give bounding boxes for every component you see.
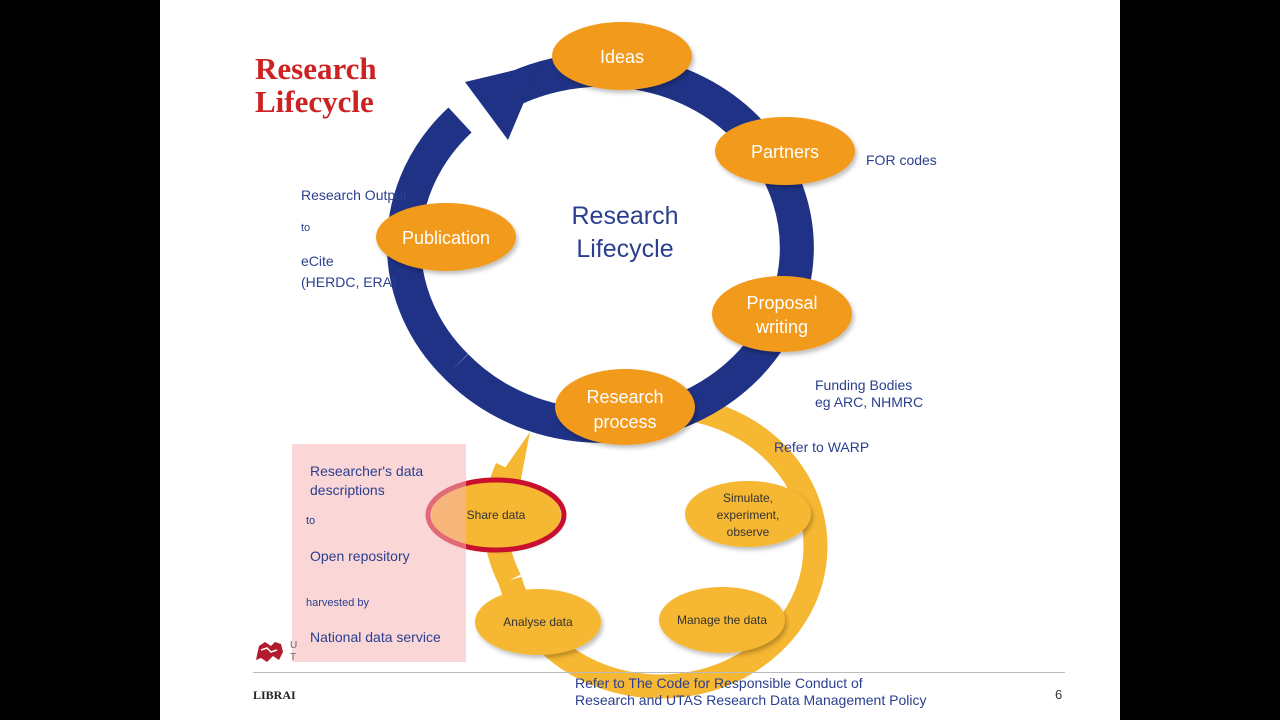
manage-data-bubble[interactable]: [659, 587, 785, 653]
share-data-label: Share data: [467, 508, 526, 522]
to-note-2: to: [306, 515, 316, 527]
harvested-by-note: harvested by: [306, 597, 369, 609]
to-note-1: to: [301, 222, 311, 234]
simulate-label-line2: experiment,: [717, 508, 780, 522]
ideas-label: Ideas: [600, 47, 644, 67]
national-data-service-note: National data service: [310, 629, 441, 645]
utas-lion-logo: [256, 642, 283, 662]
slide-title-line1: Research: [255, 51, 377, 86]
descriptions-note-line1: Researcher's data: [310, 463, 424, 479]
open-repository-note: Open repository: [310, 548, 410, 564]
library-footer-text: LIBRAI: [253, 688, 296, 702]
lifecycle-diagram: Research Lifecycle Ideas Partners Propos…: [376, 22, 855, 699]
research-process-bubble[interactable]: [555, 369, 695, 445]
publication-label: Publication: [402, 228, 490, 248]
center-label-line2: Lifecycle: [576, 235, 673, 263]
page-number: 6: [1055, 687, 1063, 702]
code-note-line1: Refer to The Code for Responsible Conduc…: [575, 675, 863, 691]
share-data-note-box: [292, 444, 466, 662]
footer-divider: [253, 672, 1065, 673]
proposal-label-line1: Proposal: [746, 293, 817, 313]
warp-note: Refer to WARP: [774, 439, 870, 455]
funding-bodies-note: Funding Bodies: [815, 377, 913, 393]
inner-cycle-arrowhead: [498, 432, 530, 484]
ideas-bubble[interactable]: [552, 22, 692, 90]
partners-bubble[interactable]: [715, 117, 855, 185]
ecite-note: eCite: [301, 253, 334, 269]
for-codes-note: FOR codes: [866, 152, 937, 168]
code-note-line2: Research and UTAS Research Data Manageme…: [575, 692, 927, 708]
manage-data-label: Manage the data: [677, 613, 767, 627]
simulate-label-line1: Simulate,: [723, 491, 773, 505]
simulate-label-line3: observe: [727, 525, 770, 539]
research-output-note: Research Output: [301, 187, 407, 203]
funding-examples-note: eg ARC, NHMRC: [815, 394, 924, 410]
center-label-line1: Research: [572, 202, 679, 230]
research-process-label-line1: Research: [586, 387, 663, 407]
proposal-writing-bubble[interactable]: [712, 276, 852, 352]
publication-bubble[interactable]: [376, 203, 516, 271]
slide-title: Research Lifecycle: [255, 52, 377, 118]
analyse-data-bubble[interactable]: [475, 589, 601, 655]
simulate-bubble[interactable]: [685, 481, 811, 547]
slide: Research Lifecycle Ideas Partners Propos…: [160, 0, 1120, 720]
herdc-note: (HERDC, ERA): [301, 274, 397, 290]
analyse-data-label: Analyse data: [503, 615, 573, 629]
proposal-label-line2: writing: [755, 317, 808, 337]
descriptions-note-line2: descriptions: [310, 482, 385, 498]
partners-label: Partners: [751, 142, 819, 162]
slide-title-line2: Lifecycle: [255, 84, 374, 119]
research-process-label-line2: process: [593, 412, 656, 432]
outer-cycle-arrowhead: [465, 64, 540, 140]
